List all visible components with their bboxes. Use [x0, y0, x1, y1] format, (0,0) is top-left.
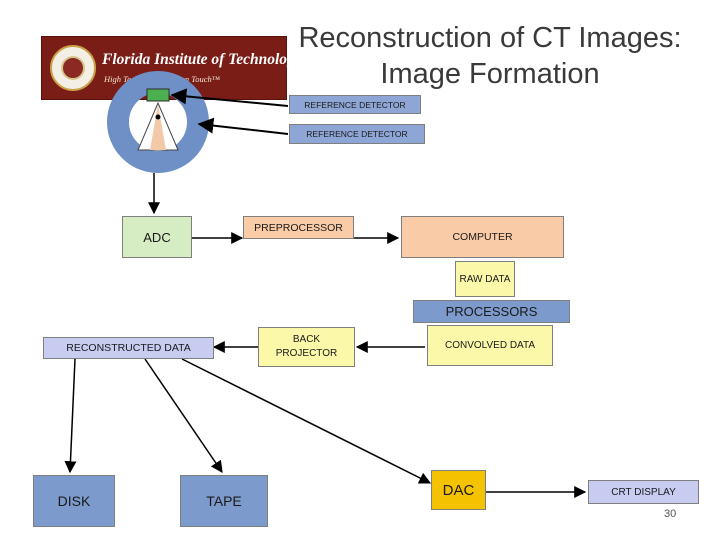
page-number: 30	[664, 508, 677, 520]
fit-logo: Florida Institute of Technology High Tec…	[41, 36, 302, 100]
slide-title: Reconstruction of CT Images: Image Forma…	[298, 22, 682, 90]
seal-icon	[50, 45, 96, 91]
ref-detector-2-arrow	[197, 117, 289, 135]
disk-box: DISK	[33, 475, 115, 527]
reconstructed-to-disk-arrow	[64, 358, 77, 474]
preprocessor-box: PREPROCESSOR	[243, 216, 354, 239]
reconstructed-data-box: RECONSTRUCTED DATA	[43, 337, 214, 359]
crt-display-box: CRT DISPLAY	[588, 480, 699, 504]
ref-detector-1-arrow	[170, 88, 289, 107]
xray-fan-core	[150, 104, 166, 150]
reconstructed-to-tape-arrow	[144, 358, 223, 473]
xray-focal-dot	[155, 114, 161, 120]
tape-box: TAPE	[180, 475, 268, 527]
processors-box: PROCESSORS	[413, 300, 570, 323]
dac-box: DAC	[431, 470, 486, 510]
back-projector-box: BACK PROJECTOR	[258, 327, 355, 367]
computer-box: COMPUTER	[401, 216, 564, 258]
reconstructed-to-dac-arrow	[181, 358, 432, 484]
logo-name: Florida Institute of Technology	[102, 51, 302, 68]
adc-box: ADC	[122, 216, 192, 258]
raw-data-box: RAW DATA	[455, 261, 515, 297]
convolved-data-box: CONVOLVED DATA	[427, 325, 553, 366]
reference-detector-box-2: REFERENCE DETECTOR	[289, 124, 425, 144]
xray-source	[146, 88, 170, 102]
reference-detector-box-1: REFERENCE DETECTOR	[289, 95, 421, 114]
